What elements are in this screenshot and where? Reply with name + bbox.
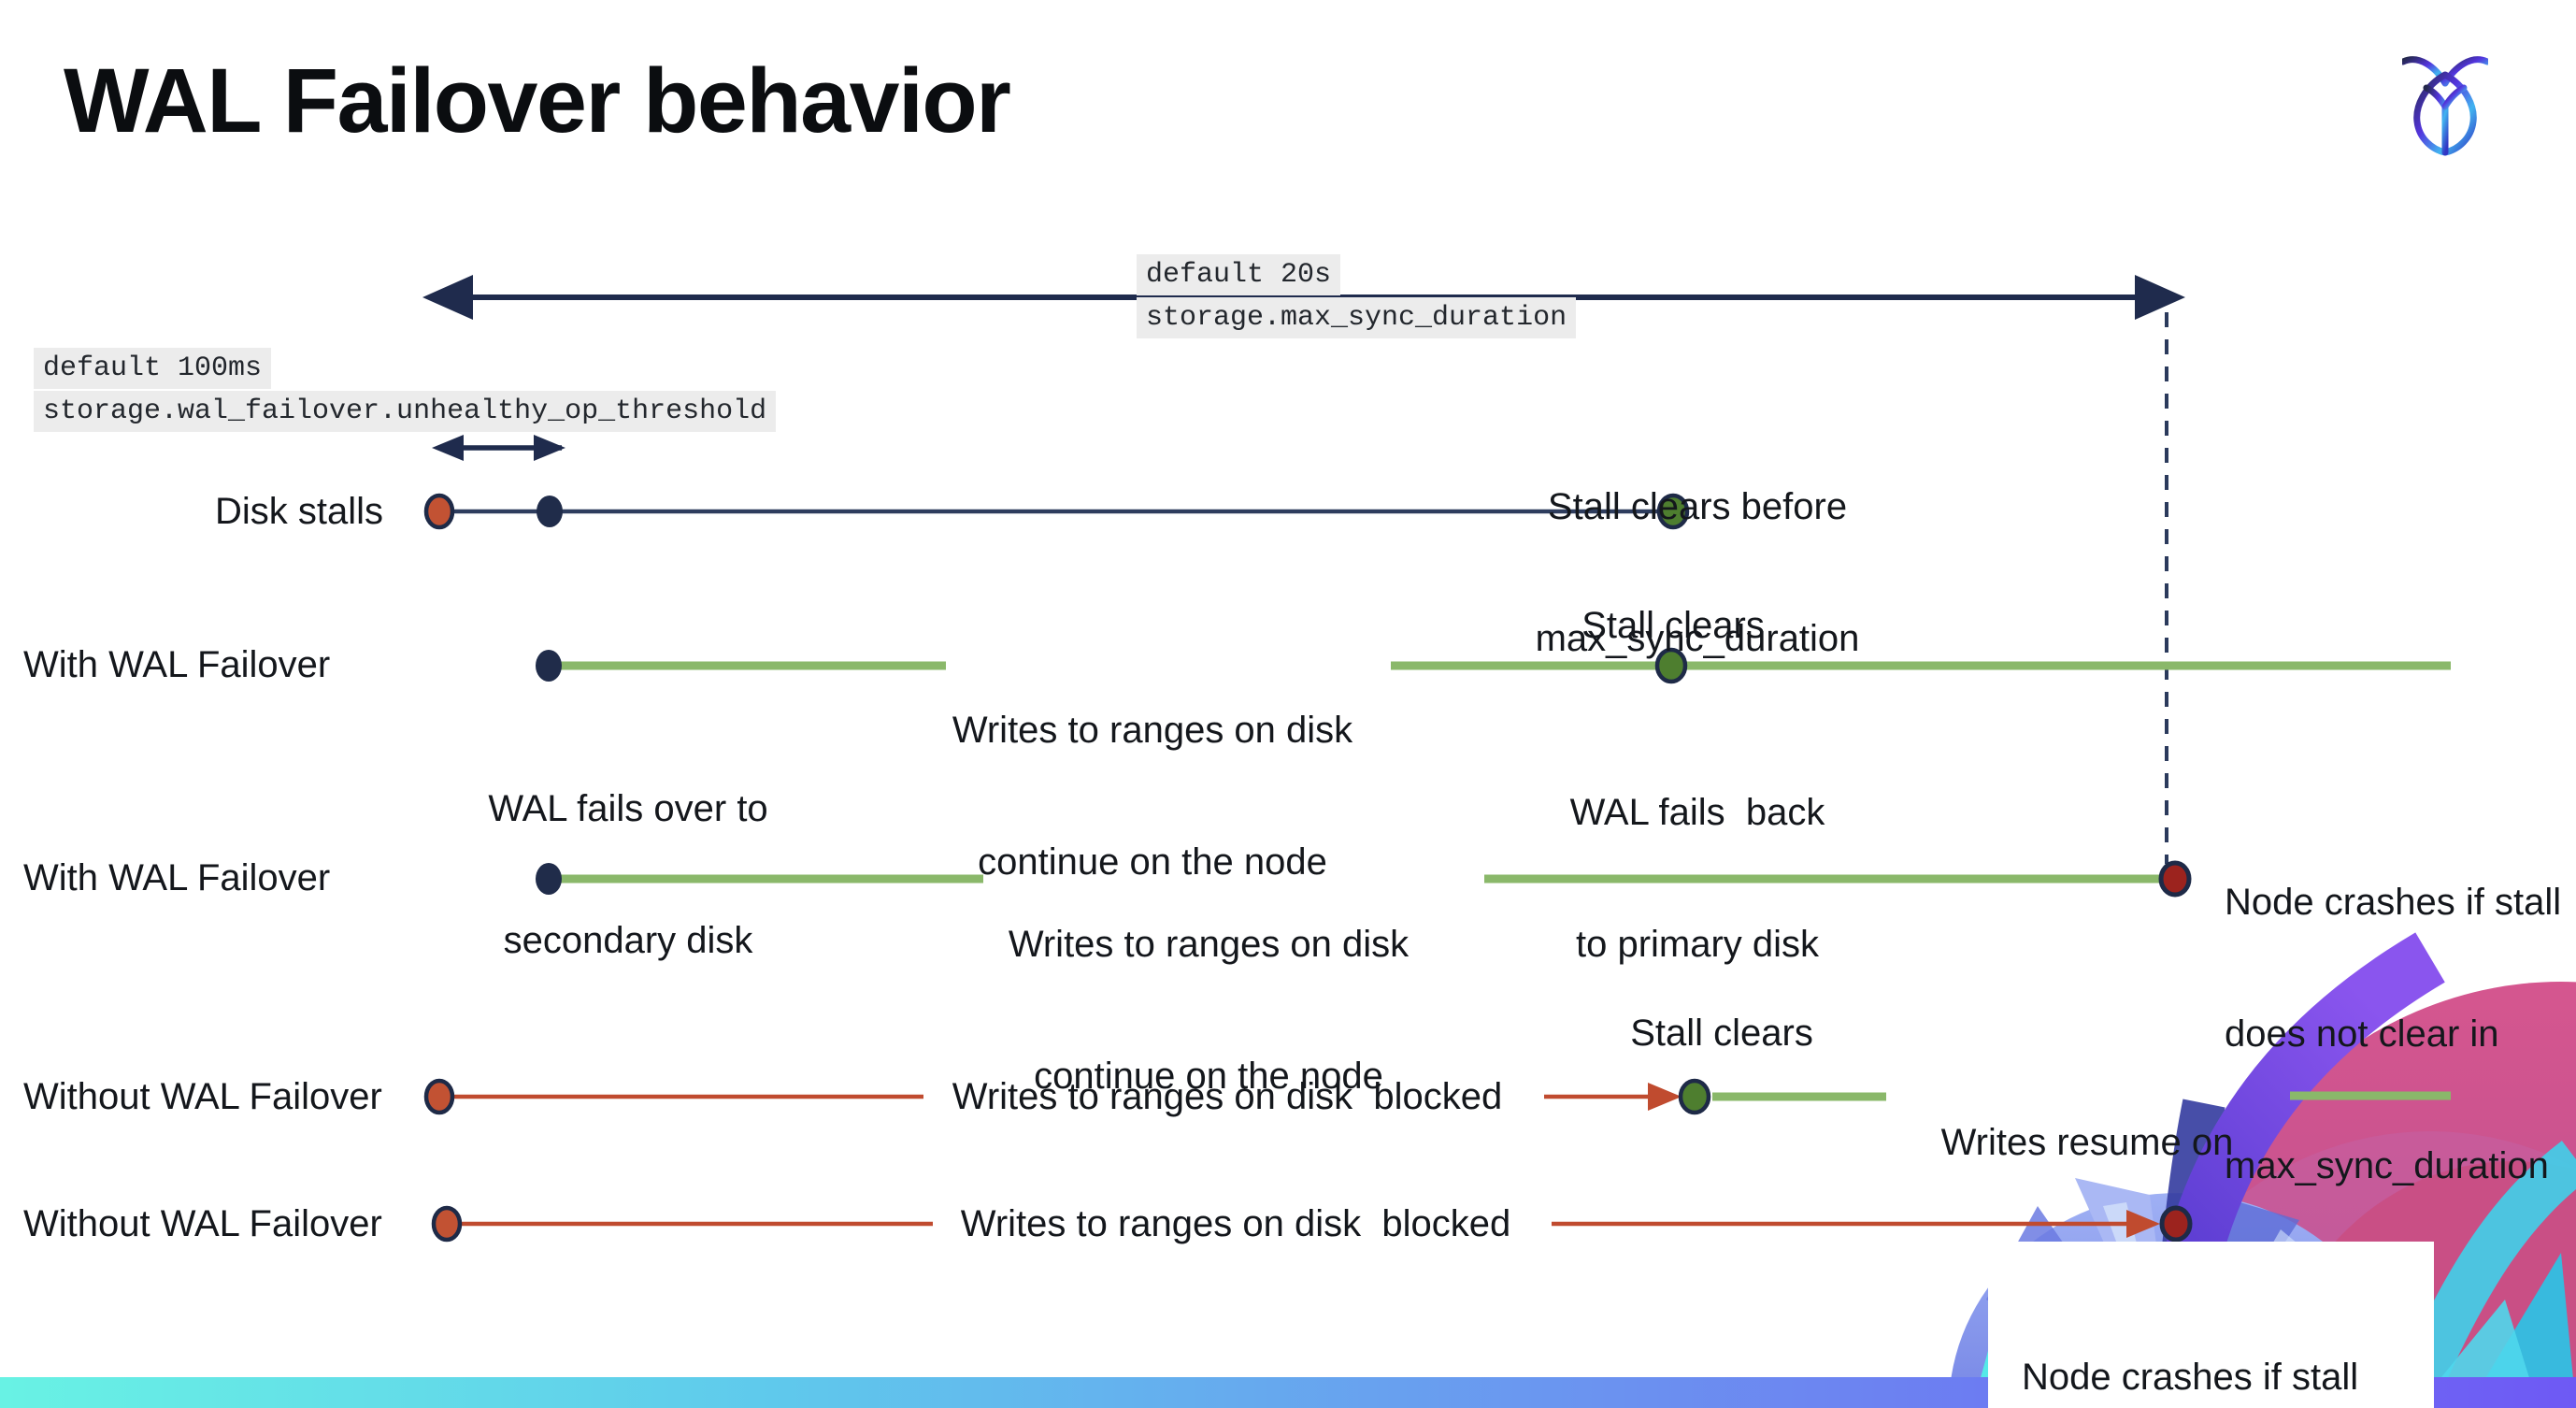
stall-clears-before-note: Stall clears before max_sync_duration — [1535, 486, 1860, 659]
node-crash-callout-box: Node crashes if stall does not clear in … — [1988, 1242, 2434, 1408]
node-crash-note: Node crashes if stall does not clear in … — [2022, 1357, 2359, 1398]
threshold-setting-name: storage.wal_failover.unhealthy_op_thresh… — [34, 391, 777, 432]
node-crash-note: Node crashes if stall does not clear in … — [2225, 882, 2562, 1186]
stall-start-dot — [423, 493, 455, 530]
writes-continue-note: Writes to ranges on disk continue on the… — [952, 710, 1353, 883]
node-crash-dot — [2159, 1205, 2193, 1243]
arrowhead-right — [2135, 275, 2185, 320]
max-sync-setting-name: storage.max_sync_duration — [1137, 297, 1577, 338]
max-sync-default-label: default 20s — [1137, 254, 1341, 295]
stall-clears-dot — [1654, 647, 1688, 684]
row-label-without-wal-failover: Without WAL Failover — [23, 1203, 382, 1244]
red-arrowhead — [1648, 1083, 1682, 1111]
red-arrowhead — [2126, 1210, 2160, 1238]
failover-note: WAL fails over to secondary disk — [488, 788, 768, 961]
writes-blocked-note: Writes to ranges on disk blocked — [952, 1076, 1503, 1117]
arrowhead-left — [422, 275, 473, 320]
stall-start-dot — [431, 1205, 463, 1243]
arrowhead-left-small — [432, 435, 464, 461]
threshold-default-label: default 100ms — [34, 348, 272, 389]
cockroachdb-logo-icon — [2402, 56, 2488, 156]
row-label-disk-stalls: Disk stalls — [214, 491, 383, 532]
stall-clears-dot — [1656, 493, 1690, 530]
arrowhead-right-small — [534, 435, 565, 461]
row-label-with-wal-failover: With WAL Failover — [23, 644, 331, 685]
writes-continue-note: Writes to ranges on disk continue on the… — [1008, 924, 1410, 1097]
inner-stem-right — [2441, 84, 2468, 110]
node-crash-dot — [2158, 860, 2192, 898]
row-label-with-wal-failover: With WAL Failover — [23, 857, 331, 898]
failback-note: WAL fails back to primary disk — [1569, 792, 1825, 965]
writes-blocked-note: Writes to ranges on disk blocked — [960, 1203, 1511, 1244]
stall-clears-dot — [1678, 1078, 1711, 1115]
stall-start-dot — [423, 1078, 455, 1115]
failover-dot — [536, 650, 562, 682]
failover-dot — [536, 863, 562, 895]
stall-clears-note: Stall clears — [1630, 1013, 1813, 1054]
row-label-without-wal-failover: Without WAL Failover — [23, 1076, 382, 1117]
stall-clears-note: Stall clears — [1581, 605, 1765, 646]
page-title: WAL Failover behavior — [64, 50, 1011, 151]
threshold-dot — [537, 496, 563, 527]
